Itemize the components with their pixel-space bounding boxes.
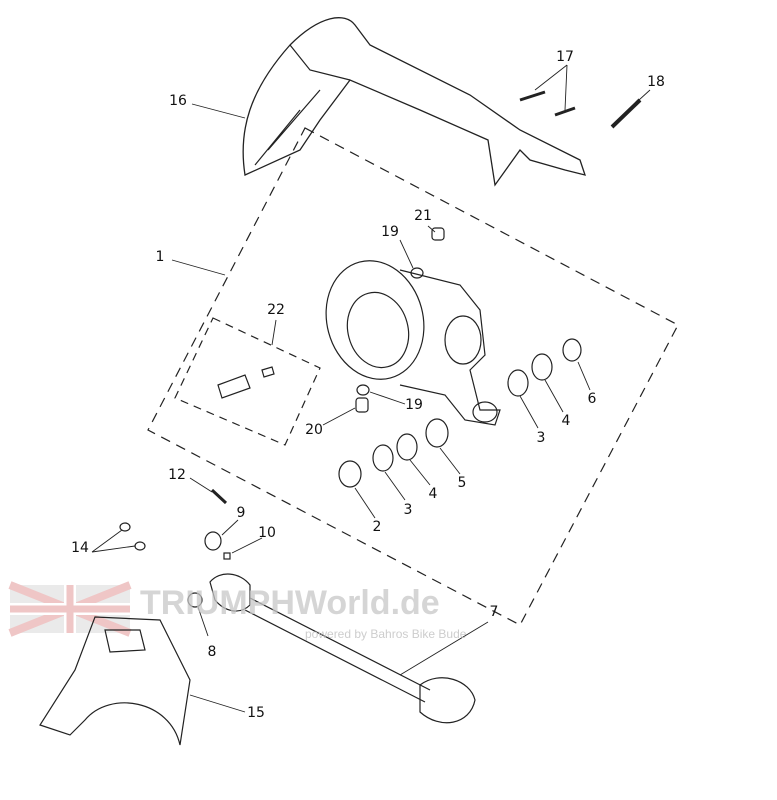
part-4-seal bbox=[531, 353, 553, 381]
callout-9: 9 bbox=[236, 505, 246, 521]
part-16-hugger bbox=[242, 17, 586, 187]
watermark-tagline: powered by Bahros Bike Bude bbox=[305, 627, 467, 641]
callout-20: 20 bbox=[305, 422, 323, 438]
callout-14: 14 bbox=[71, 540, 89, 556]
leader-lines bbox=[91, 64, 651, 713]
callout-8: 8 bbox=[207, 644, 217, 660]
part-4-seal-lower bbox=[396, 433, 418, 461]
part-19-washer bbox=[410, 267, 424, 279]
callout-4-lower: 4 bbox=[428, 486, 438, 502]
callout-3-lower: 3 bbox=[403, 502, 413, 518]
part-14-nut-b bbox=[134, 541, 146, 551]
union-jack-watermark bbox=[8, 581, 132, 637]
part-21-plug bbox=[431, 227, 445, 241]
part-18-bolt bbox=[610, 98, 642, 129]
part-8-seal bbox=[187, 592, 203, 608]
subassembly-outline bbox=[174, 317, 321, 446]
callout-19: 19 bbox=[381, 224, 399, 240]
part-6-bush bbox=[562, 338, 582, 362]
callout-3: 3 bbox=[536, 430, 546, 446]
part-9-bush bbox=[204, 531, 222, 551]
callout-4: 4 bbox=[561, 413, 571, 429]
callout-12: 12 bbox=[168, 467, 186, 483]
callout-2: 2 bbox=[372, 519, 382, 535]
part-22-pin bbox=[217, 366, 275, 399]
part-14-nut bbox=[119, 522, 131, 532]
part-3-circlip-lower bbox=[372, 444, 394, 472]
assembly-outline bbox=[147, 127, 679, 626]
part-2-bush bbox=[338, 460, 362, 488]
callout-1: 1 bbox=[155, 249, 165, 265]
callout-16: 16 bbox=[169, 93, 187, 109]
callout-6: 6 bbox=[587, 391, 597, 407]
part-10-key bbox=[223, 552, 231, 560]
part-1-final-drive-housing bbox=[325, 260, 501, 426]
callout-15: 15 bbox=[247, 705, 265, 721]
callout-22: 22 bbox=[267, 302, 285, 318]
callout-19-lower: 19 bbox=[405, 397, 423, 413]
part-15-guard bbox=[39, 616, 191, 746]
part-20-plug bbox=[355, 397, 369, 413]
callout-17: 17 bbox=[556, 49, 574, 65]
callout-7: 7 bbox=[489, 604, 499, 620]
callout-5: 5 bbox=[457, 475, 467, 491]
callout-10: 10 bbox=[258, 525, 276, 541]
callout-21: 21 bbox=[414, 208, 432, 224]
part-5-bush bbox=[425, 418, 449, 448]
part-12-screw bbox=[210, 488, 228, 505]
callout-18: 18 bbox=[647, 74, 665, 90]
part-17-bolt bbox=[519, 90, 576, 117]
part-3-circlip bbox=[507, 369, 529, 397]
watermark-brand: TRIUMPHWorld.de bbox=[140, 584, 440, 622]
part-19-washer-lower bbox=[356, 384, 370, 396]
